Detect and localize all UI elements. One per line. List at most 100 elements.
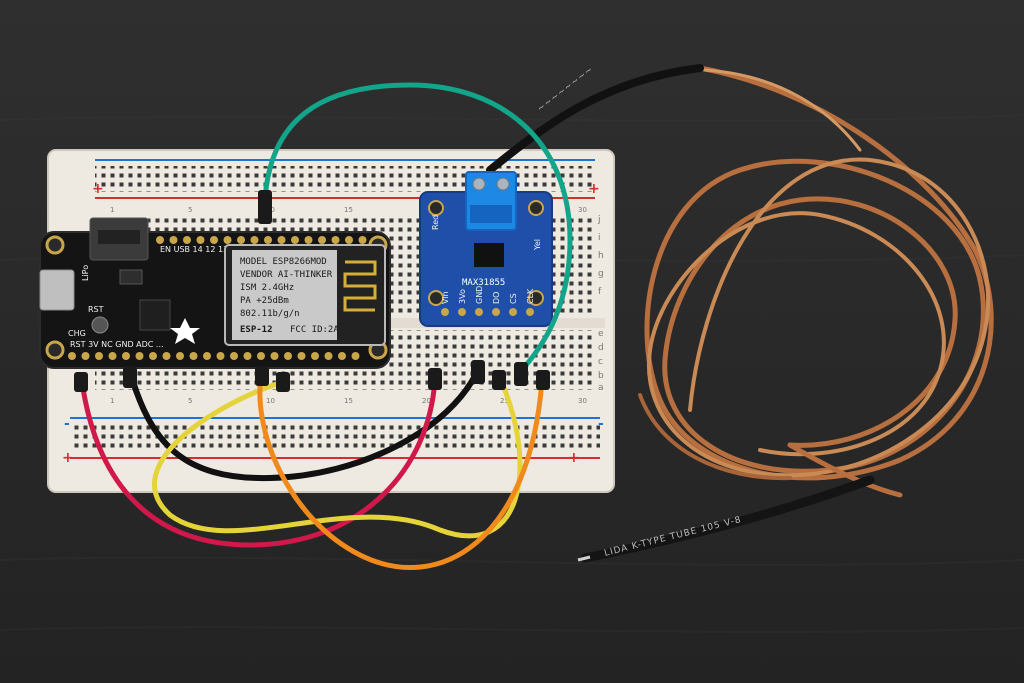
chg-label: CHG	[68, 329, 86, 338]
bb-col-number-bottom: 30	[578, 397, 587, 405]
rail-plus-top-right: +	[588, 181, 600, 197]
feather-pin	[304, 236, 313, 244]
adafruit-star-icon	[170, 318, 200, 344]
feather-pin	[351, 352, 360, 360]
feather-huzzah-board: EN USB 14 12 13 15 0 16 2 SCL SDA RST 3V…	[39, 217, 391, 369]
plug-black-right	[471, 360, 485, 384]
esp12-fcc: FCC ID:2A	[290, 325, 339, 335]
esp12-module-line: 802.11b/g/n	[240, 309, 300, 319]
esp12-shield-can	[232, 250, 337, 340]
bb-row-letter: e	[598, 329, 604, 339]
feather-pin	[183, 236, 191, 244]
max-pin-label: CLK	[526, 288, 535, 304]
jumper-wires	[79, 82, 573, 571]
bb-row-letter: a	[598, 383, 604, 393]
feather-pin	[149, 352, 157, 360]
max-pin-label: GND	[475, 286, 484, 304]
bb-row-letter: c	[598, 357, 603, 367]
feather-bottom-pin-labels: RST 3V NC GND ADC ...	[70, 340, 164, 349]
usb-serial-chip	[139, 299, 171, 331]
max-pin	[509, 308, 517, 316]
esp12-module-line: MODEL ESP8266MOD	[240, 257, 327, 267]
feather-pin	[216, 352, 225, 360]
terminal-block-front	[470, 205, 512, 223]
plug-red-right	[428, 368, 442, 390]
feather-pin	[135, 352, 144, 360]
max-pin	[458, 308, 466, 316]
feather-pin	[358, 236, 367, 244]
terminal-screw-right-icon	[496, 177, 510, 191]
max-pin-label: CS	[509, 293, 518, 304]
feather-pin	[291, 236, 299, 244]
feather-pin	[210, 236, 218, 244]
feather-pin	[237, 236, 245, 244]
wire-yellow	[152, 375, 523, 539]
max-pin	[475, 308, 483, 316]
feather-pin	[189, 352, 198, 360]
wire-orange	[257, 367, 545, 571]
max-pin-label: DO	[492, 292, 501, 304]
feather-pin	[318, 236, 326, 244]
max31855-pins: Vin 3Vo GND DO CS CLK	[441, 286, 535, 316]
feather-pin	[243, 352, 252, 360]
feather-pin	[81, 352, 90, 360]
feather-pin	[162, 352, 171, 360]
wire-red	[79, 375, 438, 548]
bb-col-number-bottom: 1	[110, 397, 114, 405]
reset-button	[91, 316, 109, 334]
feather-pin	[324, 352, 333, 360]
bb-col-number-top: 15	[344, 206, 353, 214]
mount-hole-tl	[45, 235, 65, 255]
rail-holes-top	[95, 166, 595, 192]
feather-pin	[250, 236, 259, 244]
max-pin-label: 3Vo	[458, 289, 467, 304]
max-pin	[441, 308, 449, 316]
feather-pin	[223, 236, 232, 244]
bb-row-letter: f	[598, 287, 602, 297]
bb-row-letter: d	[598, 343, 604, 353]
plug-yellow-left	[276, 372, 290, 392]
max-side-label-red: Red	[431, 215, 440, 230]
wire-black	[127, 367, 481, 482]
feather-pin	[68, 352, 76, 360]
bb-col-number-bottom: 15	[344, 397, 353, 405]
feather-bottom-pins: RST 3V NC GND ADC ...	[68, 340, 360, 360]
bb-col-number-top: 1	[110, 206, 114, 214]
thermocouple-lead-top	[486, 64, 704, 174]
feather-pin	[169, 236, 178, 244]
feather-pin	[338, 352, 346, 360]
max-pin-label: Vin	[441, 291, 450, 304]
plug-orange-left	[255, 366, 269, 386]
feather-pin	[196, 236, 205, 244]
max31855-label: MAX31855	[462, 278, 505, 288]
bb-row-letter: g	[598, 269, 604, 279]
lipo-label: LiPo	[81, 265, 90, 281]
feather-pin	[311, 352, 319, 360]
rst-label: RST	[88, 305, 104, 314]
feather-pin	[176, 352, 184, 360]
feather-pin	[122, 352, 130, 360]
feather-pin	[156, 236, 164, 244]
bb-col-number-top: 5	[188, 206, 192, 214]
max-hole-bl	[428, 290, 444, 306]
feather-pin	[203, 352, 211, 360]
feather-pin	[345, 236, 353, 244]
max-hole-br	[528, 290, 544, 306]
rail-plus-bottom: +	[62, 450, 74, 466]
wire-plugs	[74, 190, 550, 392]
plug-green	[258, 190, 272, 224]
rail-plus-top: +	[92, 181, 104, 197]
regulator	[119, 269, 143, 285]
rail-minus-bottom: -	[64, 416, 70, 432]
bb-row-letter: j	[597, 215, 601, 225]
lipo-connector-slot	[98, 230, 140, 244]
feather-pin	[331, 236, 340, 244]
bb-col-number-bottom: 10	[266, 397, 275, 405]
bb-col-number-bottom: 25	[500, 397, 509, 405]
esp12-module-line: VENDOR AI-THINKER	[240, 270, 333, 280]
feather-pin	[284, 352, 292, 360]
